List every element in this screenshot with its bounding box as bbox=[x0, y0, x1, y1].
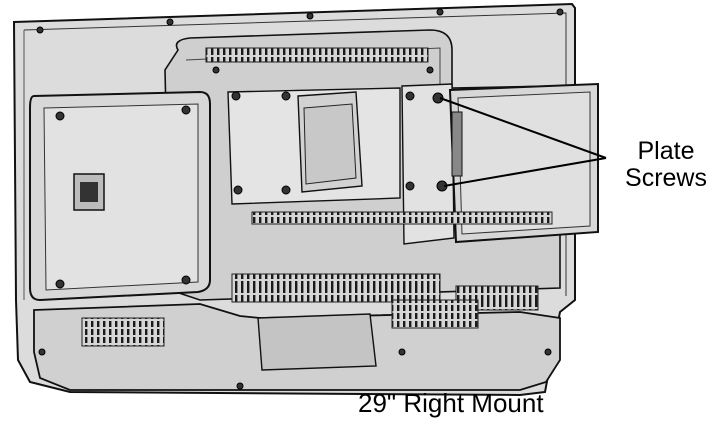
plate-screws-callout: Plate Screws bbox=[612, 138, 720, 192]
figure-caption: 29" Right Mount bbox=[358, 388, 544, 418]
wall-bracket bbox=[297, 91, 363, 193]
callout-line-2: Screws bbox=[625, 164, 707, 192]
vent-top bbox=[205, 47, 429, 63]
vent-middle bbox=[251, 211, 553, 225]
screw-markers bbox=[36, 8, 564, 390]
stand-base bbox=[33, 299, 561, 391]
power-inlet-icon bbox=[73, 173, 105, 211]
left-cover-box bbox=[29, 90, 211, 302]
plate-screw-top bbox=[432, 92, 444, 104]
vent-lower bbox=[231, 273, 441, 303]
mounting-plate bbox=[401, 83, 455, 245]
accessory-box bbox=[448, 82, 599, 244]
callout-line-1: Plate bbox=[637, 137, 695, 165]
callout-leader-lines bbox=[439, 97, 607, 187]
